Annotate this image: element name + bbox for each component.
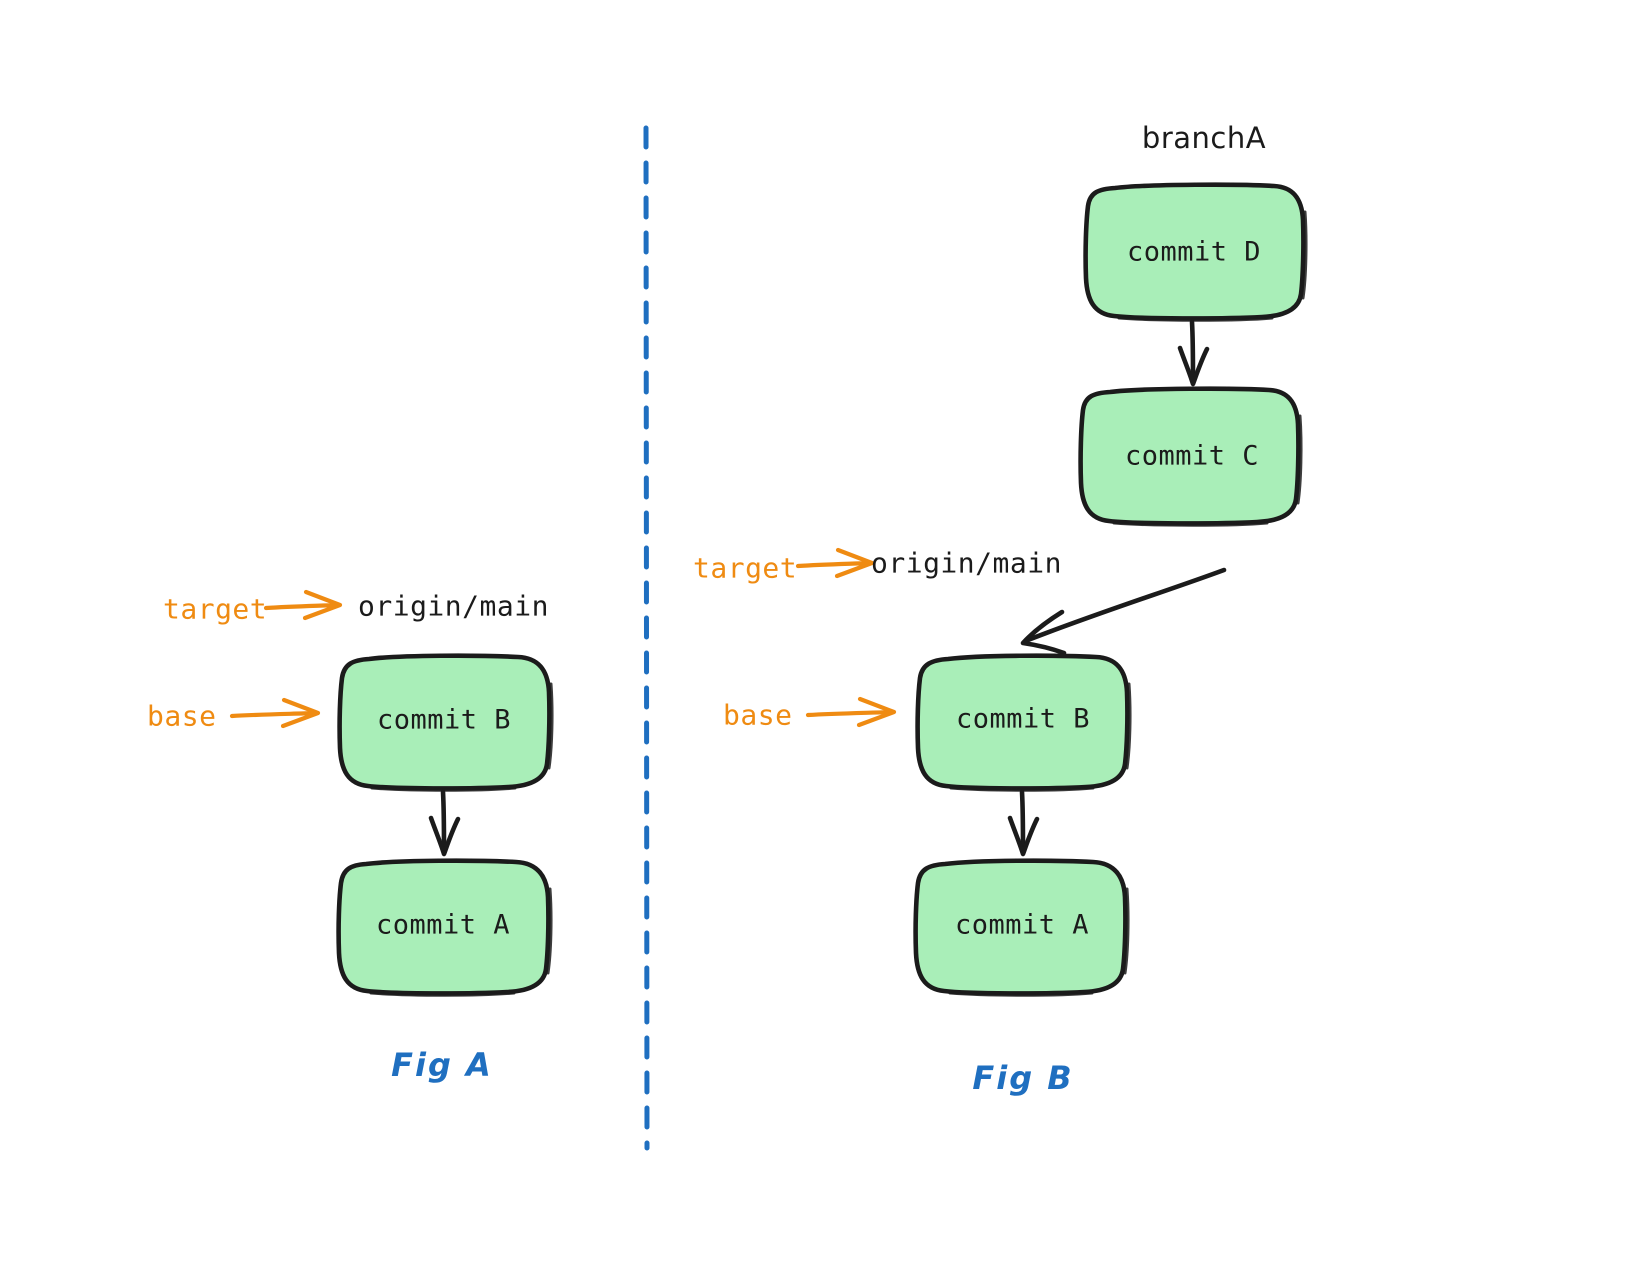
fig-b-commit-b-box: [915, 653, 1132, 792]
fig-b-brancha-label: branchA: [1141, 121, 1267, 155]
fig-a-target-label: target: [163, 592, 268, 626]
fig-b-edge-c-to-b-curved: [1020, 567, 1227, 656]
fig-a-edge-b-to-a: [428, 789, 461, 857]
fig-b-target-label: target: [693, 551, 798, 585]
fig-b-base-arrow: [805, 696, 897, 728]
fig-a-commit-b-box: [337, 653, 554, 792]
fig-a-base-arrow: [229, 697, 321, 729]
fig-b-commit-a-box: [913, 858, 1130, 997]
fig-b-commit-c-box: [1078, 386, 1303, 527]
fig-a-caption: Fig A: [391, 1046, 493, 1084]
fig-b-origin-main-label: origin/main: [871, 546, 1062, 580]
fig-b-base-label: base: [723, 698, 793, 732]
fig-b-edge-b-to-a: [1007, 789, 1040, 857]
vertical-dashed-divider: [643, 125, 650, 1151]
fig-a-base-label: base: [147, 699, 217, 733]
fig-a-target-arrow: [263, 589, 343, 621]
fig-b-target-arrow: [795, 547, 875, 579]
fig-a-commit-a-box: [336, 858, 553, 997]
fig-b-edge-d-to-c: [1177, 319, 1210, 387]
fig-a-origin-main-label: origin/main: [358, 589, 549, 623]
fig-b-caption: Fig B: [972, 1059, 1074, 1097]
fig-b-commit-d-box: [1083, 182, 1308, 322]
